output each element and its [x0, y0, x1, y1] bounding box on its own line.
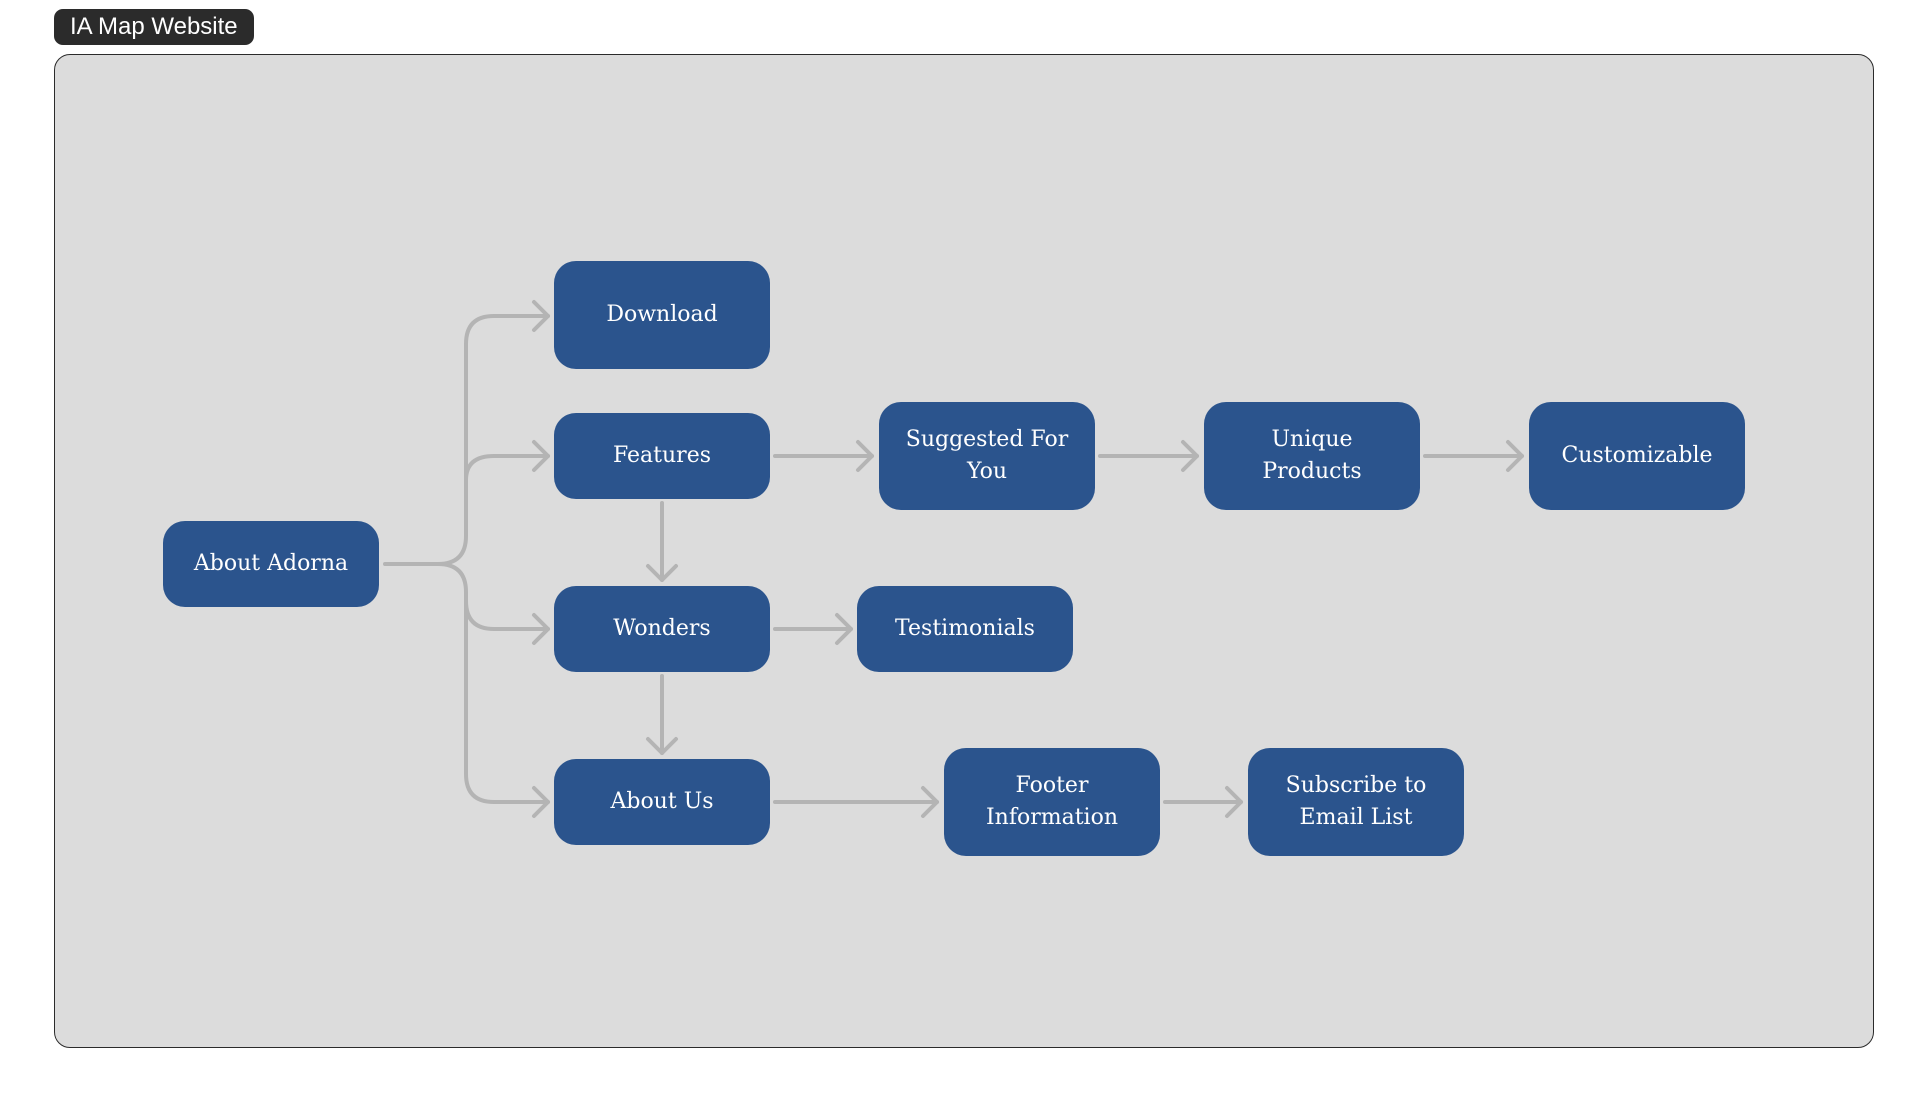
connector-about-adorna-to-about-us: [464, 598, 550, 804]
arrowhead-subscribe: [1225, 786, 1243, 818]
arrowhead-download: [532, 300, 550, 332]
arrowhead-features: [532, 440, 550, 472]
frame-title-label[interactable]: IA Map Website: [54, 9, 254, 45]
connector-about-adorna-to-wonders: [436, 562, 550, 631]
node-testimonials[interactable]: Testimonials: [857, 586, 1073, 672]
connector-about-adorna-trunk: [383, 314, 550, 566]
arrowhead-wonders-down: [646, 564, 678, 582]
arrowhead-footer: [921, 786, 939, 818]
node-features[interactable]: Features: [554, 413, 770, 499]
arrowhead-customizable: [1506, 440, 1524, 472]
node-suggested-for-you[interactable]: Suggested For You: [879, 402, 1095, 510]
arrowhead-testimonials: [835, 613, 853, 645]
arrowhead-unique: [1181, 440, 1199, 472]
arrowhead-wonders: [532, 613, 550, 645]
node-about-adorna[interactable]: About Adorna: [163, 521, 379, 607]
node-about-us[interactable]: About Us: [554, 759, 770, 845]
node-customizable[interactable]: Customizable: [1529, 402, 1745, 510]
connector-about-adorna-to-features: [464, 454, 550, 482]
node-subscribe-to-email-list[interactable]: Subscribe to Email List: [1248, 748, 1464, 856]
arrowhead-about-us-down: [646, 737, 678, 755]
arrowhead-suggested: [856, 440, 874, 472]
arrowhead-about-us: [532, 786, 550, 818]
node-wonders[interactable]: Wonders: [554, 586, 770, 672]
node-footer-information[interactable]: Footer Information: [944, 748, 1160, 856]
node-unique-products[interactable]: Unique Products: [1204, 402, 1420, 510]
node-download[interactable]: Download: [554, 261, 770, 369]
